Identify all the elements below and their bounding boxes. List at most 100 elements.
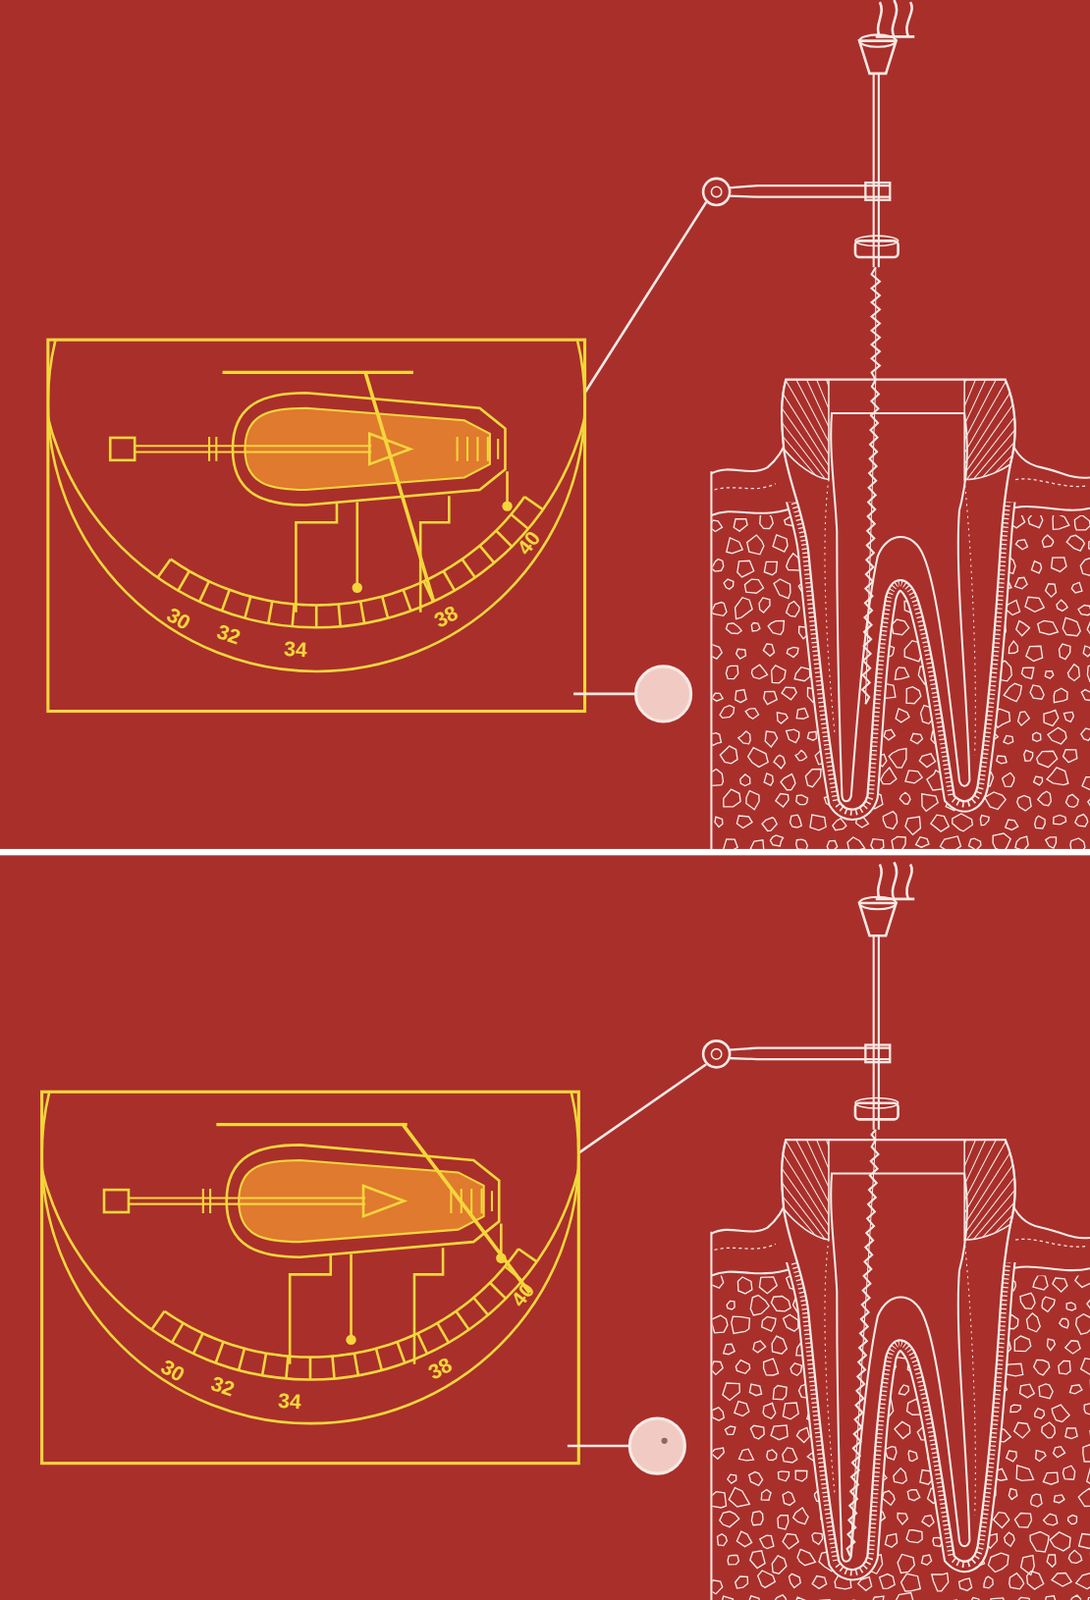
bone-cell: [1042, 1472, 1058, 1485]
bone-cell: [796, 795, 809, 806]
bone-cell: [1046, 1555, 1056, 1568]
enamel-rod: [896, 265, 1009, 573]
bone-cell: [753, 1341, 766, 1354]
bone-cell: [796, 1427, 810, 1443]
bone-cell: [763, 1359, 779, 1376]
bone-cell: [959, 1579, 973, 1591]
enamel-rod: [570, 1304, 896, 1333]
bone-cell: [723, 1344, 736, 1355]
bone-cell: [897, 1554, 915, 1574]
bone-cell: [1089, 539, 1090, 554]
enamel-rod: [896, 1133, 1090, 1333]
enamel-rod: [572, 529, 897, 572]
enamel-rod: [896, 395, 1090, 572]
meter-body-fill: [238, 1160, 484, 1243]
bone-cell: [728, 1488, 750, 1508]
scale-tick: [171, 1323, 183, 1344]
bone-cell: [1056, 599, 1068, 611]
enamel-rod: [770, 270, 896, 572]
meter-wire: [578, 1064, 707, 1153]
enamel-rod: [654, 350, 896, 572]
bone-cell: [871, 1596, 884, 1600]
bone-cell: [781, 687, 797, 701]
enamel-rod: [594, 446, 896, 572]
scale-arc: [49, 340, 585, 628]
meter-body-fill: [244, 408, 490, 491]
bone-cell: [1066, 1303, 1076, 1311]
bone-cell: [769, 835, 783, 847]
bone-cell: [790, 1363, 802, 1376]
bone-cell: [807, 731, 817, 741]
bone-cell: [826, 840, 837, 849]
periodontal-ligament: [781, 501, 1016, 810]
enamel-rod: [896, 373, 1090, 573]
bone-cell: [1002, 772, 1015, 787]
lip-clip: [629, 1418, 685, 1474]
bone-cell: [751, 622, 761, 632]
dentin-line: [824, 1240, 976, 1517]
bone-cell: [1080, 558, 1090, 577]
meter-wire: [585, 202, 708, 393]
enamel-rod: [896, 529, 1090, 572]
bone-cell: [1037, 791, 1052, 806]
bone-cell: [776, 712, 788, 724]
bone-cell: [1065, 1341, 1081, 1355]
bone-cell: [711, 769, 723, 787]
periodontal-ligament: [781, 1262, 1016, 1571]
bone-cell: [738, 731, 751, 745]
scale-tick: [455, 1311, 469, 1331]
enamel-rod: [798, 260, 897, 572]
bone-cell: [739, 1449, 755, 1462]
bone-cell: [744, 579, 763, 594]
bone-cell: [773, 755, 785, 768]
enamel-rod: [896, 408, 1090, 572]
ligament-space: [781, 1262, 1016, 1571]
panel-background: [0, 0, 1090, 850]
enamel-rod: [646, 361, 897, 572]
bone-cell: [1047, 1339, 1056, 1351]
enamel-rod: [572, 1289, 897, 1332]
scale-tick: [518, 1249, 538, 1262]
bone-cell: [1020, 1293, 1036, 1309]
meter-scale: [49, 340, 585, 672]
bone-cell: [750, 1551, 765, 1570]
instrument: [703, 862, 915, 1130]
enamel-rod: [896, 1042, 1048, 1333]
bone-cell: [895, 1593, 915, 1600]
bone-cell: [1008, 1489, 1017, 1501]
bone-cell: [1049, 1532, 1071, 1552]
bone-cell: [1036, 751, 1058, 767]
scale-tick: [221, 590, 230, 611]
scale-tick: [480, 545, 495, 564]
bone-cell: [1062, 1466, 1075, 1480]
lip-clip-speck: [660, 1438, 667, 1445]
bone-cell: [1016, 1466, 1034, 1481]
bone-cell: [748, 1596, 760, 1600]
bone-cell: [759, 598, 770, 613]
bone-cell: [711, 1580, 722, 1595]
bone-cell: [1062, 617, 1081, 636]
enamel-rod: [896, 1073, 1090, 1333]
enamel-rod: [570, 543, 896, 572]
bone-cell: [737, 560, 755, 578]
bone-cell: [770, 1425, 788, 1441]
bone-cell: [795, 1597, 809, 1600]
bone-cell: [993, 1513, 1010, 1529]
enamel-rod: [896, 1100, 1090, 1332]
enamel-rod: [732, 1049, 896, 1333]
enamel-rod: [580, 487, 896, 572]
bone-cell: [740, 774, 751, 787]
enamel-rod: [577, 1261, 897, 1333]
rubber-stop-top: [855, 1098, 899, 1109]
bone-cell: [1065, 1428, 1078, 1440]
bone-cell: [1075, 1275, 1090, 1288]
bone-cell: [746, 791, 760, 811]
bone-cell: [726, 1301, 735, 1310]
bone-cell: [1034, 1360, 1050, 1375]
enamel-rod: [896, 281, 1048, 572]
enamel-rod: [868, 246, 897, 572]
scale-tick: [462, 559, 476, 579]
enamel-rod: [896, 1020, 995, 1332]
bone-cell: [711, 1492, 726, 1509]
scale-tick: [332, 1357, 335, 1380]
